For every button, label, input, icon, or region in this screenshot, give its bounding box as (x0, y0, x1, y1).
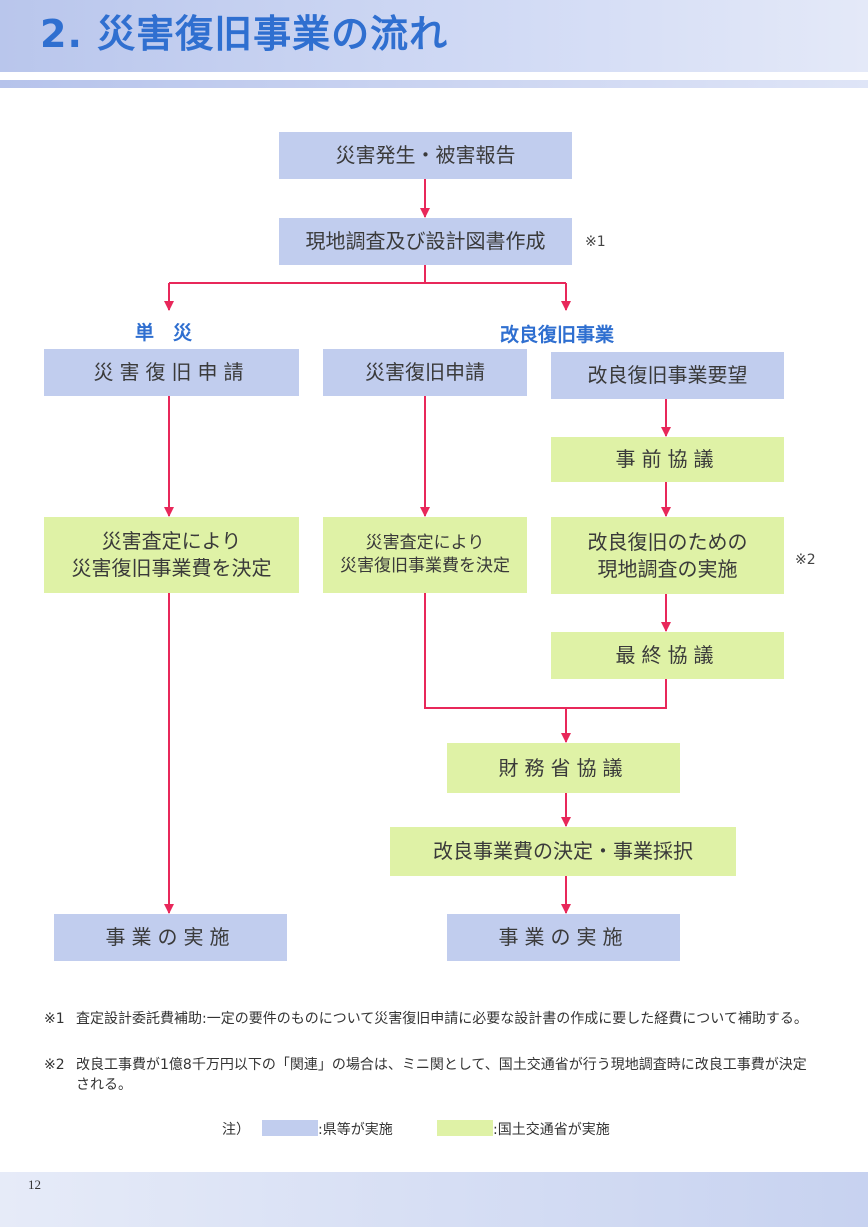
step-left-execution: 事業の実施 (54, 914, 287, 961)
step-improvement-survey-line1: 改良復旧のための (587, 529, 748, 554)
step-mid-assessment-line1: 災害査定により (365, 533, 485, 554)
step-left-assessment-line2: 災害復旧事業費を決定 (71, 556, 272, 580)
step-mid-apply: 災害復旧申請 (323, 349, 527, 396)
footnote-1: ※1 査定設計委託費補助:一定の要件のものについて災害復旧申請に必要な設計書の作成… (44, 1009, 824, 1029)
legend-label-mlit: :国土交通省が実施 (493, 1122, 610, 1138)
legend-label-prefecture: :県等が実施 (318, 1122, 393, 1138)
footnote-2: ※2 改良工事費が1億8千万円以下の「関連」の場合は、ミニ関として、国土交通省が行… (44, 1055, 824, 1095)
legend-swatch-mlit (437, 1120, 493, 1136)
line-merge (424, 593, 667, 709)
footnote-mark-2: ※2 (795, 552, 816, 568)
step-final-consultation: 最終協議 (551, 632, 784, 679)
step-site-survey: 現地調査及び設計図書作成 (279, 218, 572, 265)
footer-band (0, 1172, 868, 1227)
step-project-adoption: 改良事業費の決定・事業採択 (390, 827, 736, 876)
legend-prefix: 注） (222, 1122, 250, 1138)
header-divider (0, 80, 868, 88)
header-band (0, 0, 868, 72)
step-mid-assessment: 災害査定により 災害復旧事業費を決定 (323, 517, 527, 593)
page-title: 2. 災害復旧事業の流れ (40, 12, 449, 56)
legend-swatch-prefecture (262, 1120, 318, 1136)
step-finance-consultation: 財務省協議 (447, 743, 680, 793)
branch-label-improvement: 改良復旧事業 (500, 324, 615, 346)
step-execution: 事業の実施 (447, 914, 680, 961)
footnote-mark-1: ※1 (585, 234, 606, 250)
branch-label-single: 単 災 (135, 322, 193, 344)
footnote-2-text: 改良工事費が1億8千万円以下の「関連」の場合は、ミニ関として、国土交通省が行う現… (76, 1057, 807, 1093)
page-number: 12 (28, 1177, 41, 1192)
footnote-1-text: 査定設計委託費補助:一定の要件のものについて災害復旧申請に必要な設計書の作成に要… (76, 1011, 808, 1027)
step-left-apply: 災害復旧申請 (44, 349, 299, 396)
step-left-assessment-line1: 災害査定により (101, 529, 242, 553)
footnote-2-mark: ※2 (44, 1057, 65, 1073)
step-disaster-report: 災害発生・被害報告 (279, 132, 572, 179)
footnote-1-mark: ※1 (44, 1011, 65, 1027)
step-improvement-survey: 改良復旧のための 現地調査の実施 (551, 517, 784, 594)
step-left-assessment: 災害査定により 災害復旧事業費を決定 (44, 517, 299, 593)
step-pre-consultation: 事前協議 (551, 437, 784, 482)
step-improvement-survey-line2: 現地調査の実施 (597, 556, 738, 581)
step-mid-assessment-line2: 災害復旧事業費を決定 (340, 556, 510, 576)
step-improvement-request: 改良復旧事業要望 (551, 352, 784, 399)
